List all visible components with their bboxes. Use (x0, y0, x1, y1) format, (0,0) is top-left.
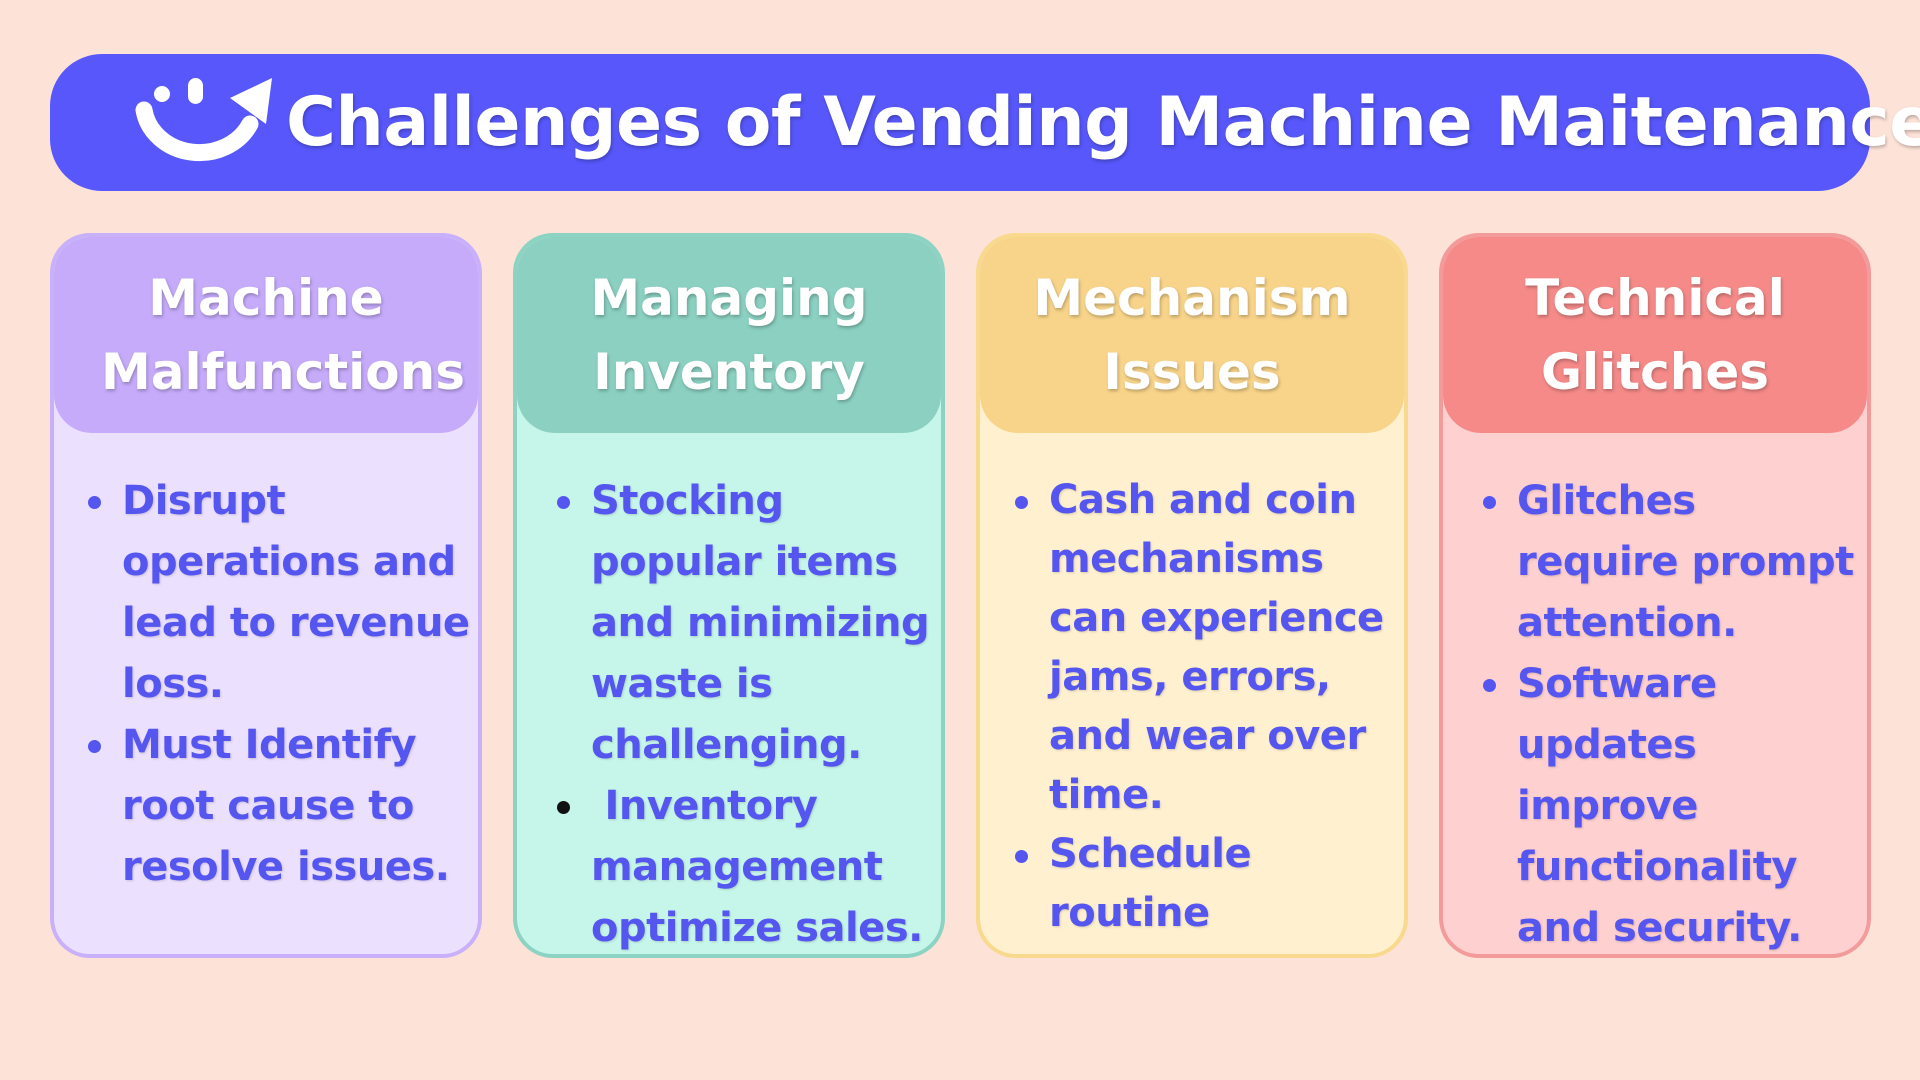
bullet-text: Disrupt operations and lead to revenue l… (122, 478, 470, 707)
list-item: Cash and coin mechanisms can experience … (1015, 471, 1404, 825)
bullet-list: Disrupt operations and lead to revenue l… (54, 471, 478, 898)
bullet-text: Glitches require prompt attention. (1517, 478, 1854, 646)
list-item: Schedule routine cleaning (1015, 825, 1404, 954)
card-body: Cash and coin mechanisms can experience … (980, 433, 1404, 954)
card-header: Mechanism Issues (980, 237, 1404, 433)
bullet-icon (88, 496, 101, 509)
card-machine-malfunctions: Machine Malfunctions Disrupt operations … (50, 233, 482, 958)
list-item: Software updates improve functionality a… (1483, 654, 1867, 954)
title-banner: Challenges of Vending Machine Maitenance (50, 54, 1920, 191)
page-title: Challenges of Vending Machine Maitenance (286, 83, 1920, 162)
bullet-icon (1483, 679, 1496, 692)
card-title: Mechanism Issues (1033, 269, 1351, 401)
smile-arrow-icon (126, 68, 276, 178)
card-header: Managing Inventory (517, 237, 941, 433)
bullet-icon (557, 496, 570, 509)
card-title: Managing Inventory (590, 269, 868, 401)
list-item: Inventory management optimize sales. (557, 776, 941, 954)
list-item: Disrupt operations and lead to revenue l… (88, 471, 478, 715)
bullet-icon (88, 740, 101, 753)
card-mechanism-issues: Mechanism Issues Cash and coin mechanism… (976, 233, 1408, 958)
bullet-text: Stocking popular items and minimizing wa… (591, 478, 930, 768)
card-title: Technical Glitches (1525, 269, 1785, 401)
card-managing-inventory: Managing Inventory Stocking popular item… (513, 233, 945, 958)
bullet-text: Inventory management optimize sales. (591, 783, 923, 951)
card-body: Stocking popular items and minimizing wa… (517, 433, 941, 954)
card-header: Technical Glitches (1443, 237, 1867, 433)
bullet-icon (1015, 850, 1028, 863)
bullet-icon (1483, 496, 1496, 509)
card-title: Machine Malfunctions (101, 269, 465, 401)
bullet-icon (1015, 496, 1028, 509)
card-header: Machine Malfunctions (54, 237, 478, 433)
bullet-text: Must Identify root cause to resolve issu… (122, 722, 450, 890)
card-body: Glitches require prompt attention. Softw… (1443, 433, 1867, 954)
bullet-text: Software updates improve functionality a… (1517, 661, 1802, 951)
list-item: Stocking popular items and minimizing wa… (557, 471, 941, 776)
list-item: Glitches require prompt attention. (1483, 471, 1867, 654)
card-technical-glitches: Technical Glitches Glitches require prom… (1439, 233, 1871, 958)
bullet-list: Cash and coin mechanisms can experience … (980, 471, 1404, 954)
card-body: Disrupt operations and lead to revenue l… (54, 433, 478, 898)
bullet-list: Stocking popular items and minimizing wa… (517, 471, 941, 954)
bullet-text: Schedule routine cleaning (1049, 831, 1252, 954)
bullet-list: Glitches require prompt attention. Softw… (1443, 471, 1867, 954)
list-item: Must Identify root cause to resolve issu… (88, 715, 478, 898)
bullet-text: Cash and coin mechanisms can experience … (1049, 477, 1384, 818)
bullet-icon (557, 801, 570, 814)
